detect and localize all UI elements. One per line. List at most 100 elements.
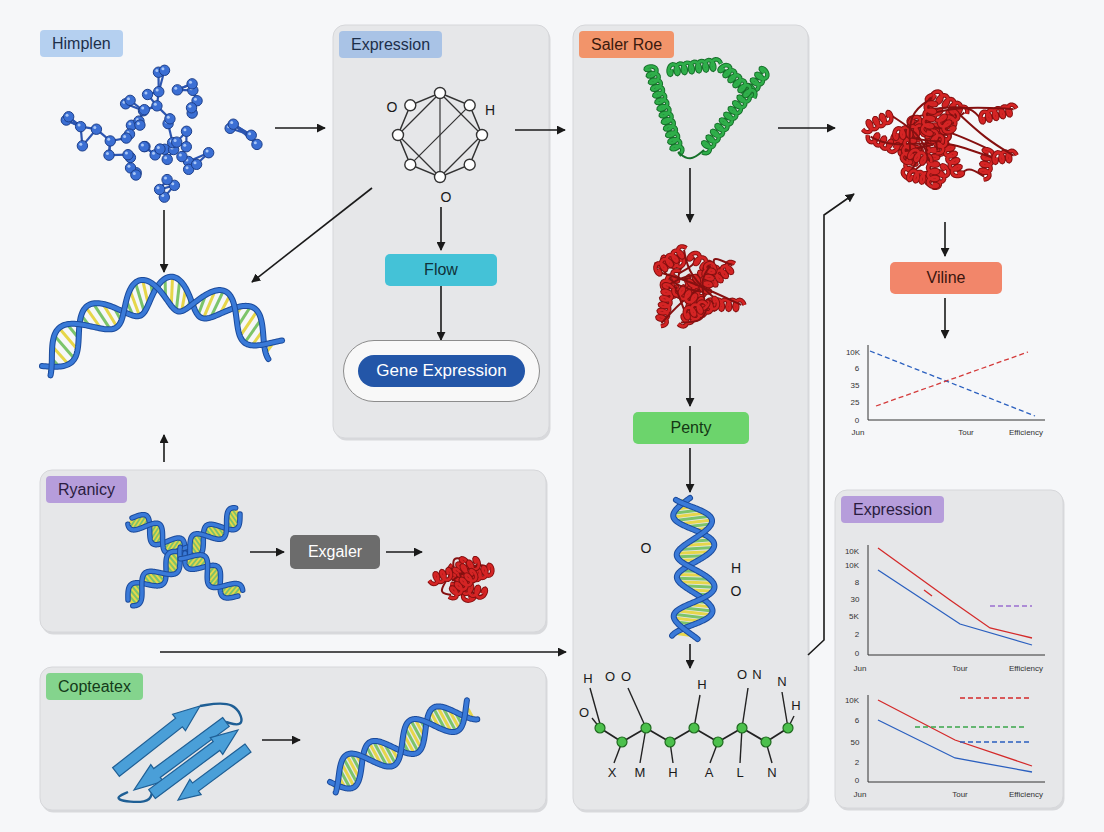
protein-ribbon — [719, 65, 755, 98]
residue-label: L — [736, 765, 743, 780]
dna-junction — [133, 547, 181, 606]
ball-stick-molecule — [105, 136, 115, 146]
protein-ribbon — [685, 302, 707, 319]
ball-stick-molecule — [183, 128, 186, 131]
pill-box: Gene Expression — [343, 340, 540, 402]
ball-stick-molecule — [157, 186, 160, 189]
label-holder: 2 — [855, 751, 859, 769]
dna-junction — [180, 555, 242, 590]
axis-tick: Tour — [952, 664, 968, 673]
ball-stick-molecule — [172, 137, 182, 147]
protein-ribbon — [646, 66, 683, 154]
ball-stick-molecule — [77, 141, 87, 151]
ball-stick-molecule — [194, 98, 197, 101]
ball-stick-molecule — [125, 95, 135, 105]
ball-stick-molecule — [186, 103, 196, 113]
ball-stick-molecule — [191, 159, 201, 169]
panel: RyanicyExgaler — [40, 470, 546, 632]
peptide-chain — [641, 723, 651, 733]
line-chart — [878, 548, 1032, 638]
ball-stick-molecule — [123, 135, 126, 138]
line-chart — [870, 351, 1035, 416]
peptide-chain — [590, 688, 794, 763]
label-holder: 0 — [855, 769, 859, 787]
ball-stick-molecule — [167, 116, 170, 119]
atom-label: H — [485, 102, 495, 118]
dna-junction — [185, 553, 238, 598]
axis-tick: Efficiency — [1009, 790, 1043, 799]
label-holder: Jun — [852, 421, 865, 439]
peptide-chain — [737, 723, 747, 733]
axis-tick: Jun — [854, 790, 867, 799]
ball-stick-molecule — [135, 120, 145, 130]
axis-tick: 2 — [855, 630, 859, 639]
ball-stick-molecule — [78, 124, 81, 127]
ball-stick-molecule — [252, 139, 262, 149]
panel: ExpressionFlowGene Expression — [333, 25, 549, 438]
label-holder: Efficiency — [1009, 783, 1043, 801]
ball-stick-molecule — [179, 153, 182, 156]
protein-ribbon — [669, 59, 721, 75]
line-chart — [868, 345, 1045, 782]
ball-stick-molecule — [63, 112, 73, 122]
beta-sheet-protein — [113, 704, 251, 802]
atom-label: O — [579, 705, 589, 720]
protein-ribbon — [910, 98, 933, 153]
axis-tick: Efficiency — [1009, 428, 1043, 437]
line-chart — [924, 590, 932, 596]
label-holder: Tour — [952, 783, 968, 801]
beta-sheet-protein — [119, 792, 152, 802]
ring-molecule — [405, 159, 416, 170]
dna-helix — [672, 498, 714, 639]
label-holder: Efficiency — [1009, 421, 1043, 439]
label-holder: N — [752, 665, 761, 683]
protein-ribbon — [863, 91, 1017, 187]
panel-ground — [835, 490, 1063, 808]
label-holder: L — [736, 763, 743, 781]
dna-helix — [51, 280, 283, 375]
flow-arrow — [252, 188, 372, 282]
dna-helix — [54, 336, 74, 359]
flow-arrow — [250, 551, 284, 553]
label-holder: 10K — [845, 554, 859, 572]
ball-stick-molecule — [193, 161, 196, 164]
dna-junction — [133, 547, 181, 606]
axis-tick: Efficiency — [1009, 664, 1043, 673]
protein-ribbon — [678, 298, 718, 326]
axis-tick: 0 — [855, 776, 859, 785]
ball-stick-molecule — [139, 141, 149, 151]
ball-stick-molecule — [183, 144, 186, 147]
tag-box: Himplen — [40, 30, 123, 57]
panel-title: Expression — [841, 496, 944, 523]
ball-stick-molecule — [172, 85, 182, 95]
peptide-chain — [617, 737, 627, 747]
protein-ribbon — [429, 569, 451, 584]
atom-label: O — [605, 669, 615, 684]
flow-arrow — [944, 298, 946, 338]
label-holder: 30 — [851, 588, 860, 606]
protein-ribbon — [429, 558, 492, 600]
ball-stick-molecule — [248, 132, 251, 135]
ball-stick-molecule — [107, 138, 110, 141]
label-holder: O — [387, 98, 398, 116]
dna-helix — [42, 277, 282, 376]
label-holder: Efficiency — [1009, 657, 1043, 675]
box-label: Exgaler — [308, 542, 362, 561]
axis-tick: 5K — [849, 612, 859, 621]
peptide-chain — [761, 737, 771, 747]
dna-helix — [245, 319, 261, 342]
dna-junction — [180, 555, 242, 590]
dna-junction — [132, 515, 185, 553]
ball-stick-molecule — [154, 86, 164, 96]
residue-label: M — [635, 765, 646, 780]
ball-stick-molecule — [140, 141, 150, 151]
box-label: Penty — [671, 418, 712, 437]
process-box: Penty — [633, 412, 749, 444]
label-holder: M — [635, 763, 646, 781]
ball-stick-molecule — [162, 174, 172, 184]
ball-stick-molecule — [137, 122, 140, 125]
beta-sheet-protein — [178, 744, 251, 800]
flow-arrow — [689, 448, 691, 492]
ball-stick-molecule — [127, 165, 130, 168]
